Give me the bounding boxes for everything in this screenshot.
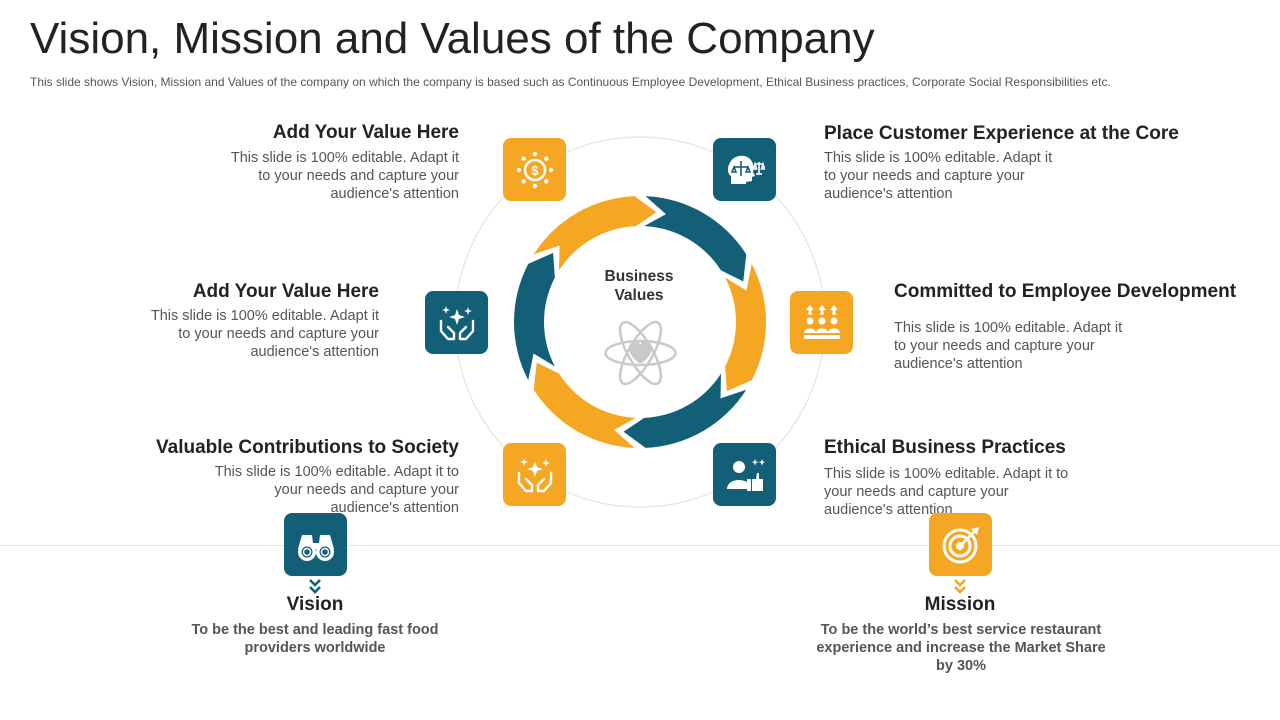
target-icon bbox=[942, 526, 979, 563]
vision-tile bbox=[284, 513, 347, 576]
ring-segment-3 bbox=[725, 263, 766, 392]
ring-segment-6 bbox=[514, 252, 555, 381]
value-1-heading: Add Your Value Here bbox=[272, 122, 459, 143]
ring-segment-5 bbox=[533, 362, 636, 448]
section-divider bbox=[0, 545, 1280, 546]
mission-title: Mission bbox=[924, 594, 996, 615]
value-4-text: This slide is 100% editable. Adapt it to… bbox=[894, 320, 1123, 372]
value-2-text: This slide is 100% editable. Adapt it to… bbox=[824, 150, 1053, 202]
vision-chevron-icon bbox=[309, 579, 321, 594]
value-4-heading: Committed to Employee Development bbox=[894, 281, 1237, 302]
hands-sparkle-icon bbox=[517, 457, 552, 492]
ring-segment-4 bbox=[623, 373, 747, 448]
center-label: Business Values bbox=[604, 268, 674, 304]
mission-text: To be the world’s best service restauran… bbox=[816, 622, 1106, 674]
svg-text:$: $ bbox=[531, 163, 539, 178]
slide-title: Vision, Mission and Values of the Compan… bbox=[30, 14, 875, 63]
tile-value-5 bbox=[503, 443, 566, 506]
tile-value-3 bbox=[425, 291, 488, 354]
value-3-heading: Add Your Value Here bbox=[192, 281, 379, 302]
ring-segments bbox=[514, 196, 766, 448]
mission-chevron-icon bbox=[954, 579, 966, 594]
user-thumbs-up-icon bbox=[726, 458, 765, 491]
hands-sparkle-icon bbox=[439, 305, 474, 340]
value-5-heading: Valuable Contributions to Society bbox=[156, 437, 459, 458]
tile-value-6 bbox=[713, 443, 776, 506]
vision-text: To be the best and leading fast food pro… bbox=[191, 622, 439, 656]
slide-subtitle: This slide shows Vision, Mission and Val… bbox=[30, 75, 1111, 89]
value-3-text: This slide is 100% editable. Adapt it to… bbox=[150, 308, 379, 360]
dollar-gear-icon: $ bbox=[516, 151, 553, 188]
value-6-text: This slide is 100% editable. Adapt it to… bbox=[824, 466, 1069, 518]
ring-segment-2 bbox=[644, 196, 747, 282]
ring-segment-1 bbox=[533, 196, 657, 271]
tile-value-2 bbox=[713, 138, 776, 201]
vision-title: Vision bbox=[286, 594, 344, 615]
binoculars-icon bbox=[297, 534, 334, 561]
value-2-heading: Place Customer Experience at the Core bbox=[824, 123, 1179, 144]
value-6-heading: Ethical Business Practices bbox=[824, 437, 1066, 458]
value-1-text: This slide is 100% editable. Adapt it to… bbox=[230, 150, 459, 202]
tile-value-1: $ bbox=[503, 138, 566, 201]
team-growth-icon bbox=[803, 304, 840, 339]
head-scale-icon bbox=[727, 155, 765, 184]
tile-value-4 bbox=[790, 291, 853, 354]
heart-atom-icon bbox=[604, 320, 677, 386]
mission-tile bbox=[929, 513, 992, 576]
value-5-text: This slide is 100% editable. Adapt it to… bbox=[214, 464, 459, 516]
